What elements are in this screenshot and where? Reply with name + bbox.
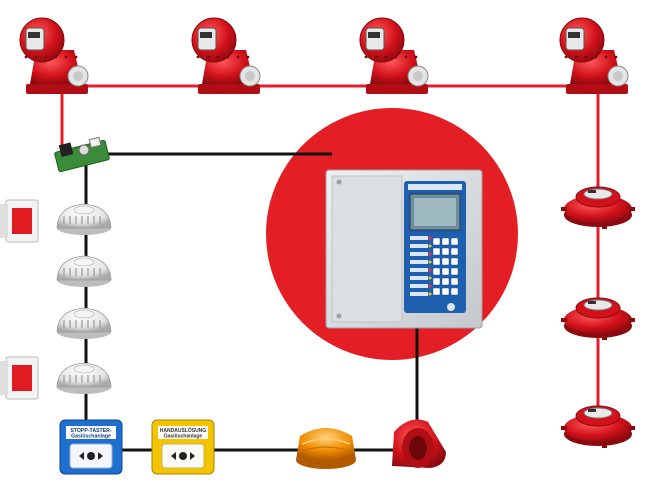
release-button-label-line1: HANDAUSLÖSUNG — [160, 427, 207, 434]
panel-keypad — [408, 184, 462, 296]
pressure-bomb — [561, 297, 635, 340]
extinguishing-wiring — [60, 84, 605, 440]
relay-board-module — [54, 136, 110, 173]
extinguisher-unit — [191, 17, 261, 94]
panel-key — [432, 287, 441, 296]
smoke-detector — [56, 255, 112, 287]
alarm-sounder — [392, 419, 446, 468]
panel-key — [450, 287, 459, 296]
flashing-beacon — [296, 428, 356, 469]
extinguisher-unit — [359, 17, 429, 94]
pressure-bomb — [561, 405, 635, 448]
panel-key — [441, 287, 450, 296]
panel-key — [450, 257, 459, 266]
panel-key — [441, 247, 450, 256]
indicator-light — [0, 356, 39, 400]
smoke-detector — [56, 203, 112, 235]
extinguisher-unit — [559, 17, 629, 94]
panel-key — [432, 277, 441, 286]
panel-key — [450, 267, 459, 276]
control-panel — [325, 169, 483, 329]
panel-key — [432, 247, 441, 256]
panel-key — [441, 267, 450, 276]
panel-key — [450, 237, 459, 246]
panel-key — [441, 277, 450, 286]
panel-key — [432, 237, 441, 246]
stop-button-label-line1: STOPP-TASTER- — [70, 428, 112, 434]
stop-button-label-line2: Gaslöschanlage — [71, 434, 111, 440]
release-button-label-line2: Gaslöschanlage — [164, 434, 203, 440]
panel-key — [450, 277, 459, 286]
indicator-light — [0, 199, 39, 243]
panel-key — [450, 247, 459, 256]
panel-key — [441, 237, 450, 246]
panel-key — [441, 257, 450, 266]
manual-release-call-point: HANDAUSLÖSUNG Gaslöschanlage — [151, 419, 215, 475]
smoke-detector — [56, 362, 112, 394]
panel-key — [432, 267, 441, 276]
extinguisher-unit — [19, 17, 89, 94]
pressure-bomb — [561, 186, 635, 229]
panel-key — [432, 257, 441, 266]
stop-call-point: STOPP-TASTER- Gaslöschanlage — [59, 419, 123, 475]
smoke-detector — [56, 307, 112, 339]
